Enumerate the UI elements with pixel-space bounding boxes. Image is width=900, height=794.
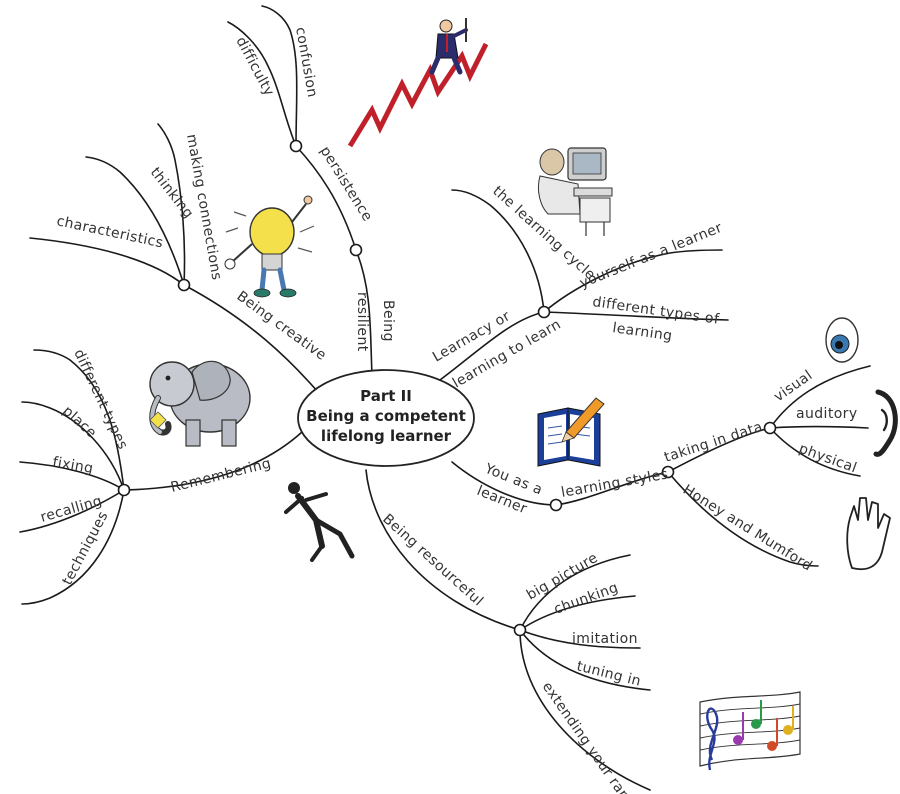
eye-icon [825, 317, 859, 363]
label-different-types: different types [70, 347, 130, 452]
label-extending-range: extending your range [539, 679, 643, 794]
branch-being-resourceful [365, 469, 521, 631]
label-learning-styles: learning styles [560, 466, 670, 501]
elephant-icon [149, 360, 251, 447]
label-being: Being [380, 300, 396, 342]
branch-making-connections [157, 123, 186, 286]
label-fixing: fixing [51, 454, 94, 477]
node-resilient [349, 243, 363, 257]
label-different-types-of: different types of [591, 294, 720, 328]
node-learning-styles [549, 498, 563, 512]
label-being-resourceful: Being resourceful [379, 511, 486, 609]
zigzag-graph-icon [347, 42, 489, 148]
node-learnacy [537, 305, 551, 319]
branch-remembering [123, 431, 303, 491]
label-place: place [59, 403, 99, 441]
book-pencil-icon [537, 397, 605, 467]
label-learning: learning [611, 320, 673, 344]
branch-extending-range [519, 629, 651, 791]
label-learnacy-line2: learning to learn [450, 316, 564, 391]
branch-big-picture [519, 554, 631, 631]
branch-different-types [33, 349, 125, 491]
center-title-line2: Being a competent [306, 407, 466, 425]
label-visual: visual [771, 367, 816, 405]
center-node: Part II Being a competent lifelong learn… [297, 369, 475, 467]
branch-recalling [19, 489, 125, 533]
label-characteristics: characteristics [55, 213, 165, 251]
branch-fixing [19, 461, 125, 491]
hand-icon [846, 497, 891, 571]
label-tuning-in: tuning in [575, 658, 643, 689]
branch-chunking [519, 595, 636, 631]
branch-difficulty [227, 21, 297, 147]
center-oval [297, 369, 475, 467]
node-persistence [289, 139, 303, 153]
branch-nodes [117, 139, 777, 637]
label-remembering: Remembering [169, 455, 273, 495]
lightbulb-character-icon [224, 195, 315, 298]
node-taking-in-data [763, 421, 777, 435]
label-resilient: resilient [354, 292, 370, 352]
branch-visual [769, 365, 871, 429]
label-auditory: auditory [796, 406, 858, 422]
branch-thinking [85, 156, 185, 286]
label-physical: physical [797, 441, 859, 477]
branch-characteristics [29, 237, 185, 286]
branch-persistence [295, 145, 357, 251]
ear-icon [873, 389, 898, 457]
node-resourceful [513, 623, 527, 637]
branch-physical [769, 427, 861, 477]
branch-being-resilient [355, 249, 373, 376]
branch-yourself-as-learner [543, 249, 723, 313]
branch-learning-styles [555, 471, 669, 506]
computer-user-icon [537, 147, 613, 236]
node-remembering [117, 483, 131, 497]
branch-learnacy [439, 311, 545, 381]
businessman-icon [429, 18, 468, 75]
branch-you-as-learner [451, 461, 557, 506]
label-imitation: imitation [572, 631, 638, 647]
branch-place [21, 401, 125, 491]
node-taking-in-data-start [661, 465, 675, 479]
branch-being-creative [183, 284, 319, 393]
branch-imitation [519, 629, 641, 649]
branch-tuning-in [519, 629, 651, 691]
branch-techniques [21, 489, 125, 605]
branch-lines [19, 5, 871, 791]
node-creative [177, 278, 191, 292]
center-title-line1: Part II [360, 387, 412, 405]
branch-learning-cycle [451, 189, 545, 313]
branch-auditory [769, 425, 869, 429]
label-taking-in-data: taking in data [662, 419, 765, 466]
label-honey-mumford: Honey and Mumford [680, 482, 815, 575]
runner-icon [284, 482, 355, 562]
branch-confusion [261, 5, 298, 147]
music-notes-icon [699, 691, 801, 771]
branch-honey-mumford [667, 471, 819, 567]
branch-different-types-learning [543, 311, 729, 321]
label-thinking: thinking [147, 165, 197, 222]
branch-taking-in-data [667, 427, 771, 473]
label-yourself-as-learner: yourself as a learner [578, 220, 725, 292]
center-title-line3: lifelong learner [321, 427, 452, 445]
